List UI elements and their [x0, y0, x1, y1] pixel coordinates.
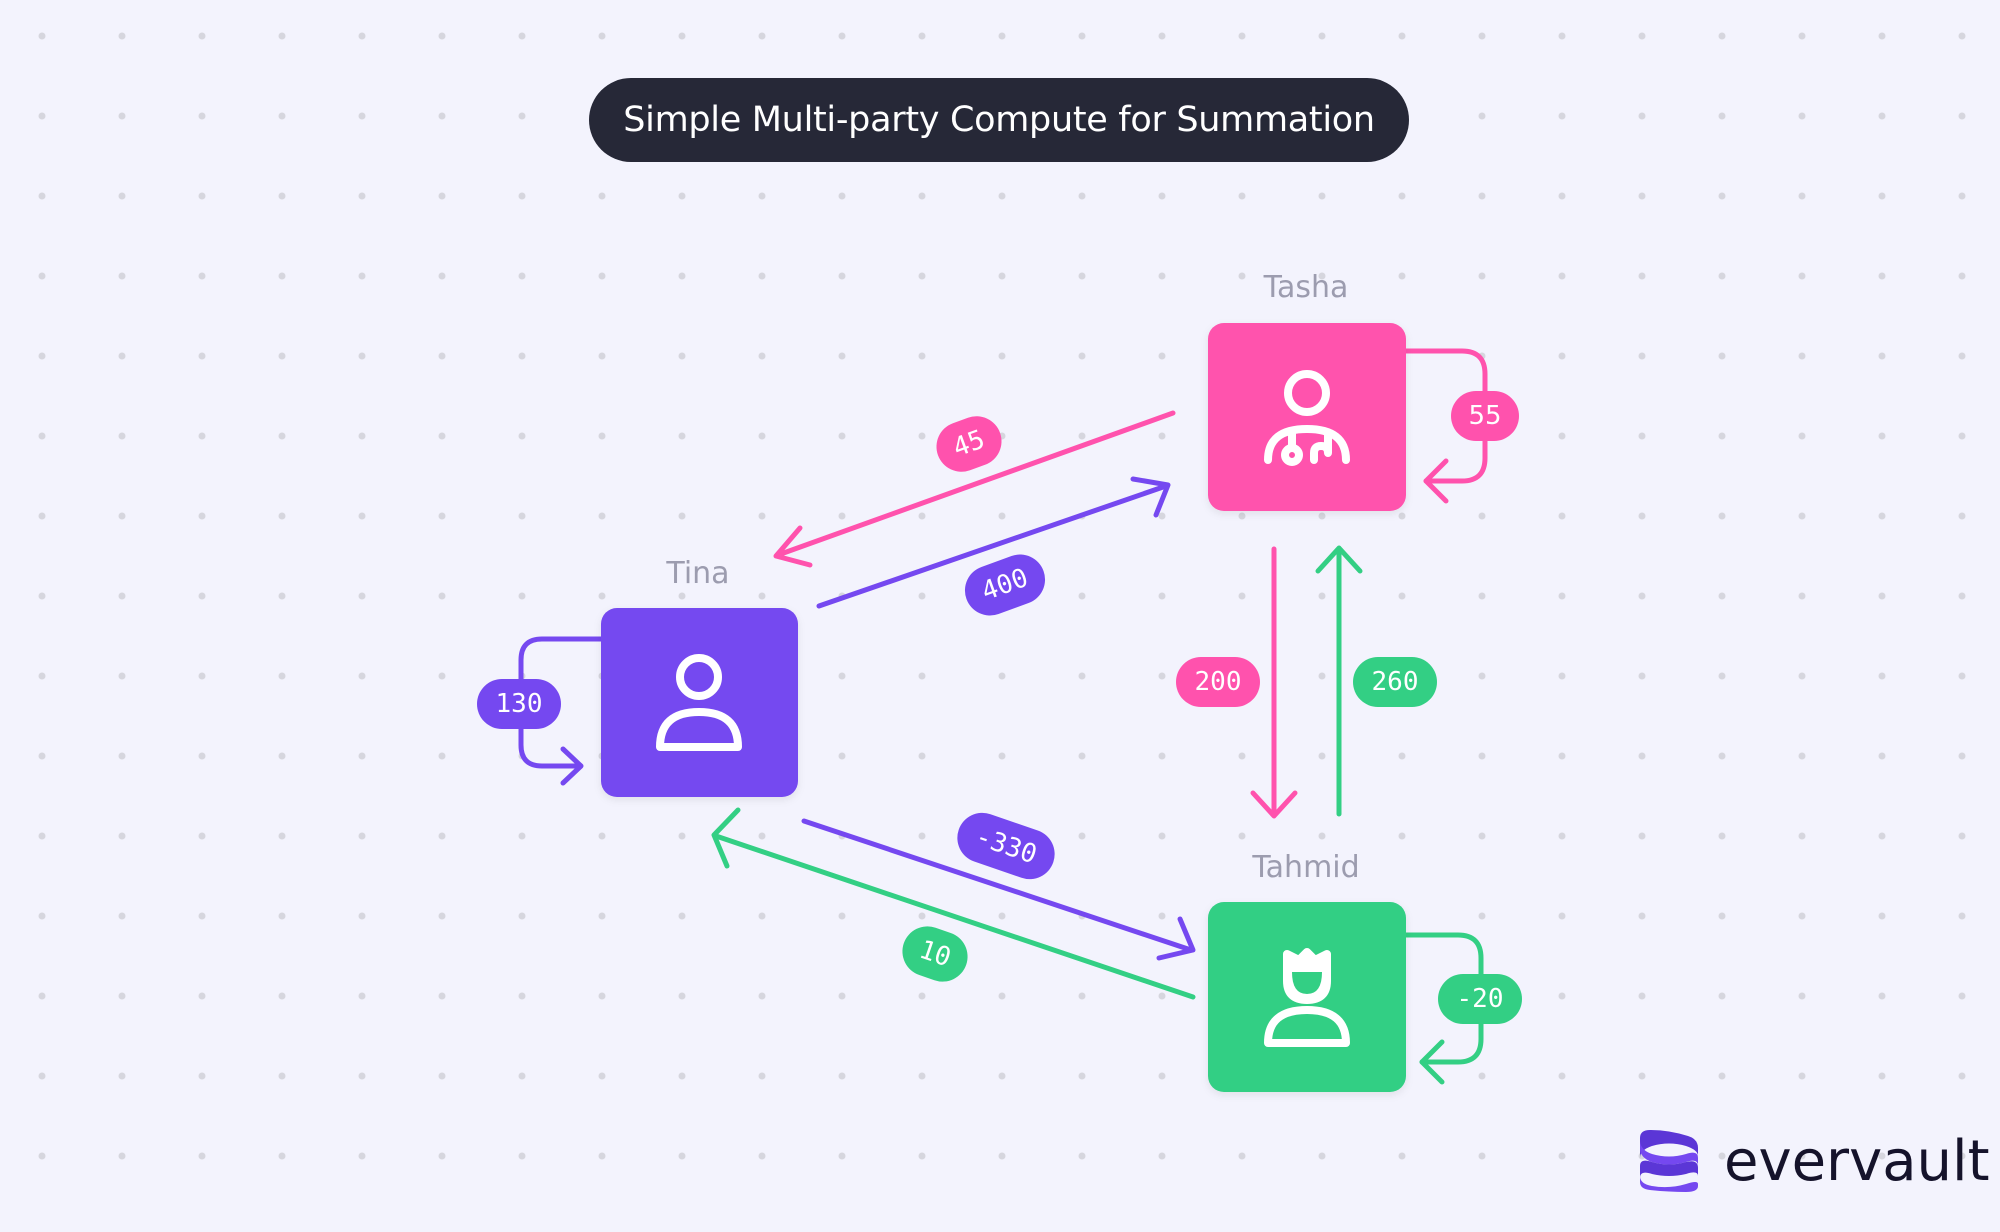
- svg-text:-20: -20: [1457, 984, 1504, 1014]
- party-name-tasha: Tasha: [1263, 270, 1349, 305]
- node-tasha: Tasha: [1208, 270, 1406, 511]
- value-label-260: 260: [1353, 657, 1437, 707]
- value-label-minus-330: -330: [957, 812, 1055, 880]
- arrow-tina-to-tasha: [816, 476, 1171, 609]
- user-icon: [656, 654, 742, 751]
- svg-text:130: 130: [496, 689, 543, 719]
- arrow-tasha-to-tina: [773, 410, 1176, 568]
- party-name-tahmid: Tahmid: [1251, 850, 1359, 885]
- doctor-icon: [1264, 370, 1350, 466]
- evervault-logo-text: evervault: [1724, 1128, 1990, 1194]
- svg-text:200: 200: [1195, 667, 1242, 697]
- node-tina: Tina: [601, 556, 798, 797]
- value-label-130: 130: [477, 679, 561, 729]
- diagram-title: Simple Multi-party Compute for Summation: [589, 78, 1409, 162]
- arrow-tina-to-tahmid: [801, 818, 1196, 961]
- value-label-55: 55: [1451, 391, 1519, 441]
- svg-text:55: 55: [1468, 401, 1501, 431]
- value-label-200: 200: [1176, 657, 1260, 707]
- value-label-45: 45: [936, 416, 1002, 472]
- party-name-tina: Tina: [665, 556, 729, 591]
- value-label-10: 10: [902, 926, 968, 982]
- value-label-minus-20: -20: [1438, 974, 1522, 1024]
- arrow-tahmid-to-tina: [711, 807, 1196, 1000]
- node-tahmid: Tahmid: [1208, 850, 1406, 1092]
- evervault-logo-mark-icon: [1640, 1130, 1698, 1192]
- arrow-tahmid-to-tasha: [1315, 545, 1363, 817]
- value-label-400: 400: [964, 554, 1046, 616]
- evervault-logo: evervault: [1636, 1126, 1990, 1196]
- king-icon: [1264, 948, 1350, 1047]
- svg-text:260: 260: [1372, 667, 1419, 697]
- arrow-tasha-to-tahmid: [1250, 546, 1298, 819]
